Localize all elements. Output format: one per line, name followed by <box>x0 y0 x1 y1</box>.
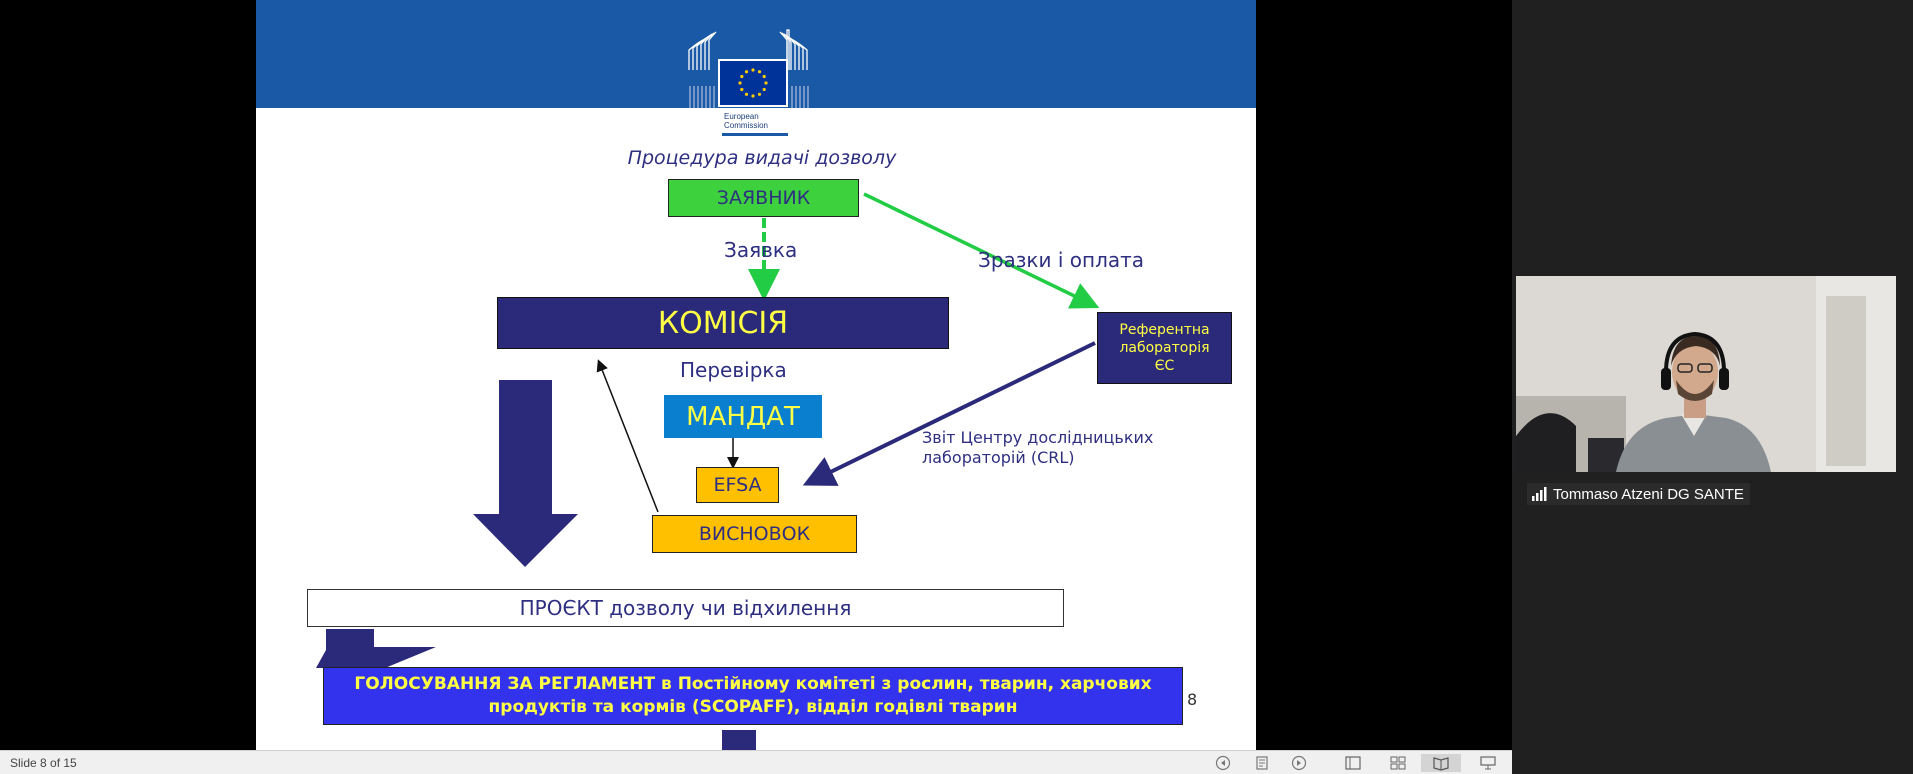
vote-line-1: ГОЛОСУВАННЯ ЗА РЕГЛАМЕНТ в Постійному ко… <box>354 674 1152 694</box>
participant-name-tag: Tommaso Atzeni DG SANTE <box>1527 483 1750 505</box>
crl-report-line-1: Звіт Центру дослідницьких <box>922 428 1154 447</box>
vote-line-2: продуктів та кормів (SCOPAFF), відділ го… <box>488 697 1018 717</box>
arrow-applicant-to-lab <box>863 192 1100 309</box>
next-icon[interactable] <box>1289 754 1309 772</box>
european-commission-logo: European Commission <box>688 29 809 136</box>
arrow-lab-to-efsa <box>802 341 1096 486</box>
slide-counter: Slide 8 of 15 <box>10 756 77 770</box>
crl-report-line-2: лабораторій (CRL) <box>922 448 1075 467</box>
bottom-arrow-stub <box>722 730 756 750</box>
signal-bars-icon <box>1532 487 1547 501</box>
participant-video-tile[interactable] <box>1516 276 1896 472</box>
screen-share-area: European Commission Процедура видачі доз… <box>0 0 1512 750</box>
efsa-box: EFSA <box>696 467 779 503</box>
arrow-opinion-to-commission <box>596 359 659 513</box>
notes-icon[interactable] <box>1252 754 1272 772</box>
flow-arrows <box>316 192 1100 750</box>
reference-lab-line-1: Референтна <box>1119 322 1210 338</box>
normal-view-icon[interactable] <box>1343 754 1363 772</box>
slide-title: Процедура видачі дозволу <box>627 147 897 169</box>
samples-payment-label: Зразки і оплата <box>978 248 1145 272</box>
previous-icon[interactable] <box>1213 754 1233 772</box>
reference-lab-line-3: ЄС <box>1154 358 1175 374</box>
opinion-box: ВИСНОВОК <box>652 515 857 553</box>
slideshow-icon[interactable] <box>1478 754 1498 772</box>
participant-video-frame <box>1516 276 1896 472</box>
applicant-box: ЗАЯВНИК <box>668 179 859 217</box>
logo-text-line-2: Commission <box>724 121 768 130</box>
reference-lab-box: Референтна лабораторія ЄС <box>1097 312 1232 384</box>
presentation-status-bar: Slide 8 of 15 <box>0 750 1512 774</box>
participant-name: Tommaso Atzeni DG SANTE <box>1553 485 1744 503</box>
big-down-arrow <box>473 380 578 567</box>
draft-box: ПРОЄКТ дозволу чи відхилення <box>307 589 1064 627</box>
check-label: Перевірка <box>680 358 787 382</box>
slide-sorter-icon[interactable] <box>1388 754 1408 772</box>
crl-report-label: Звіт Центру дослідницьких лабораторій (C… <box>922 428 1153 468</box>
page-number: 8 <box>1187 690 1198 709</box>
commission-box: КОМІСІЯ <box>497 297 949 349</box>
logo-text-line-1: European <box>724 112 759 121</box>
application-label: Заявка <box>724 238 798 262</box>
vote-box: ГОЛОСУВАННЯ ЗА РЕГЛАМЕНТ в Постійному ко… <box>323 667 1183 725</box>
reading-view-icon[interactable] <box>1421 754 1461 772</box>
reference-lab-line-2: лабораторія <box>1119 340 1210 356</box>
small-down-arrow <box>316 629 436 668</box>
presentation-slide: European Commission Процедура видачі доз… <box>256 0 1256 750</box>
mandate-box: МАНДАТ <box>664 395 822 438</box>
